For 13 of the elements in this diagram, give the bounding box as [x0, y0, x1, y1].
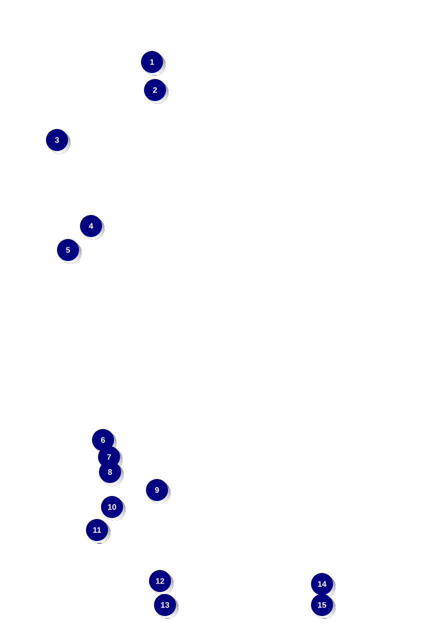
callout-number: 11: [86, 519, 110, 544]
callout-number: 13: [154, 594, 178, 618]
callout-number: 12: [149, 570, 174, 594]
callout-number: 15: [311, 594, 336, 618]
callout-number: 1: [141, 51, 166, 76]
callout-number: 3: [46, 129, 70, 154]
callout-number: 2: [144, 79, 168, 104]
callout-number: 8: [99, 461, 124, 486]
callout-number: 10: [101, 496, 126, 520]
callout-number: 14: [311, 573, 336, 598]
callout-number: 5: [57, 239, 82, 264]
callout-number: 9: [146, 479, 170, 504]
callout-number: 4: [80, 215, 104, 240]
